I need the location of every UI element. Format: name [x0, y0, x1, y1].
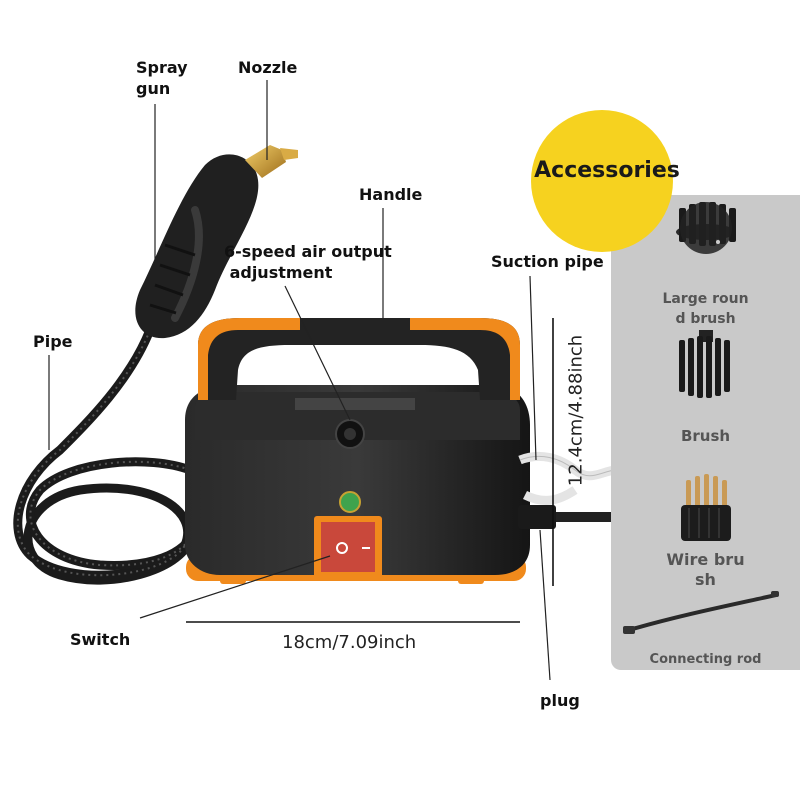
switch-label: Switch	[70, 630, 131, 649]
accessories-title: Accessories	[534, 158, 680, 183]
pipe-label: Pipe	[33, 332, 73, 351]
accessory-label-large-round-brush: Large roun d brush	[662, 291, 749, 327]
air-output-label: 6-speed air output adjustment	[224, 242, 392, 282]
dimension-lines	[186, 318, 554, 623]
spray-gun	[135, 154, 259, 339]
plug	[518, 505, 612, 529]
handle-label: Handle	[359, 185, 423, 204]
accessories-badge	[531, 110, 673, 252]
suction-pipe-label: Suction pipe	[491, 252, 604, 271]
cleaner-body	[185, 318, 530, 584]
plug-label: plug	[540, 691, 580, 710]
spray-gun-label: Spray gun	[136, 58, 188, 98]
large-round-brush-icon	[676, 202, 736, 254]
wire-brush-icon	[681, 474, 731, 541]
width-dimension: 18cm/7.09inch	[282, 632, 417, 653]
nozzle	[245, 145, 298, 178]
accessory-icons	[623, 202, 779, 634]
accessories-panel	[611, 195, 800, 670]
leader-lines	[48, 80, 551, 681]
brush-icon	[679, 330, 730, 398]
suction-pipe	[518, 451, 616, 505]
height-dimension: 12.4cm/4.88inch	[565, 334, 587, 487]
accessory-label-connecting-rod: Connecting rod	[649, 652, 762, 667]
accessory-label-brush: Brush	[680, 427, 731, 445]
connecting-rod-icon	[623, 591, 779, 634]
nozzle-label: Nozzle	[238, 58, 298, 77]
accessory-label-wire-brush: Wire bru sh	[666, 550, 745, 589]
